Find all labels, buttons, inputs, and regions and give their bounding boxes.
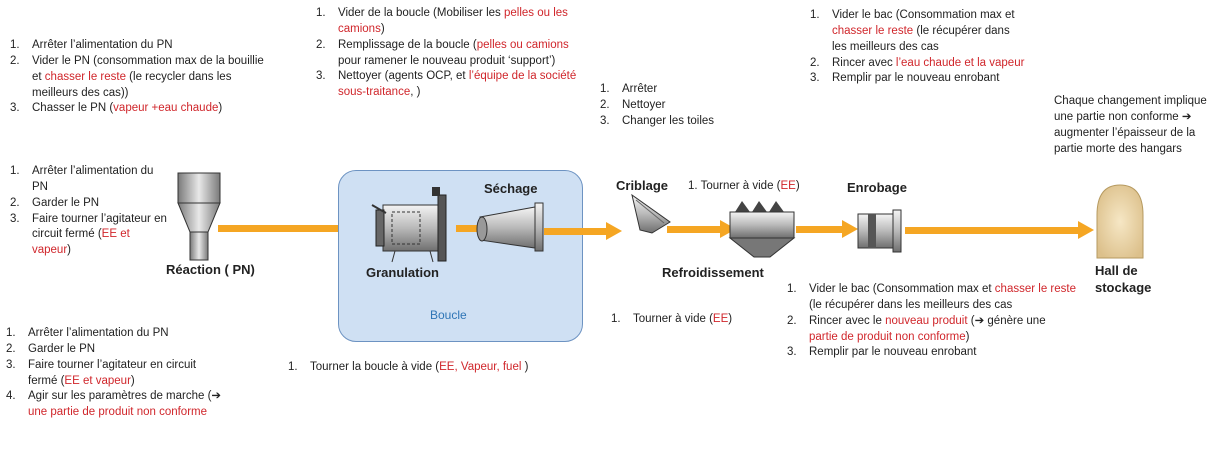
list-item: 3.Chasser le PN (vapeur +eau chaude) [10,101,265,117]
list-number: 1. [611,313,621,325]
list-number: 2. [810,56,820,69]
criblage-note: 1. Tourner à vide (EE) [688,180,800,192]
list-item: 3.Nettoyer (agents OCP, et l’équipe de l… [316,70,577,99]
flow-arrows [218,220,1094,240]
dryer-icon [476,202,544,252]
list-item: 2.Nettoyer [600,98,750,114]
list-item: 3.Faire tourner l’agitateur en circuit f… [6,358,197,387]
list-item: 3.Faire tourner l’agitateur en circuit f… [10,212,167,257]
list-number: 2. [316,38,326,51]
list-number: 2. [10,196,20,209]
list-number: 2. [787,314,797,327]
stage-granulation: Granulation [366,265,439,280]
list-number: 1. [6,327,16,339]
top-refroid-list: 1.Arrêter 2.Nettoyer 3.Changer les toile… [600,82,750,130]
hall-note: Chaque changement implique une partie no… [1054,95,1207,155]
stage-criblage: Criblage [616,178,669,193]
stage-hall: Hall de stockage [1095,263,1152,295]
list-number: 2. [6,342,16,355]
list-item: 3.Remplir par le nouveau enrobant [810,71,1025,87]
bot-enrobage-list: 1.Vider le bac (Consommation max et chas… [787,282,1077,361]
list-number: 1. [600,83,610,95]
list-number: 3. [600,114,610,127]
storage-hall-icon [1096,184,1144,259]
list-item: 1.Vider de la boucle (Mobiliser les pell… [316,7,568,35]
cooler-icon [728,201,796,258]
list-item: 1.Arrêter l’alimentation du PN [10,38,265,54]
list-item: 1.Arrêter l’alimentation du PN [10,165,154,193]
list-item: 1.Tourner la boucle à vide (EE, Vapeur, … [288,360,588,376]
stage-enrobage: Enrobage [847,180,907,195]
list-number: 1. [10,39,20,51]
stage-sechage: Séchage [484,181,538,196]
list-number: 3. [10,102,20,115]
list-item: 2.Rincer avec l’eau chaude et la vapeur [810,56,1025,72]
list-number: 2. [10,54,20,67]
top-reaction-list: 1.Arrêter l’alimentation du PN 2.Vider l… [10,38,265,117]
list-item: 1.Arrêter l’alimentation du PN [6,326,226,342]
list-number: 1. [316,7,326,19]
list-item: 2.Garder le PN [10,196,170,212]
reaction-vessel-icon [177,172,221,261]
granulator-icon [371,187,447,263]
list-item: 2.Garder le PN [6,342,226,358]
mid-reaction-list: 1.Arrêter l’alimentation du PN 2.Garder … [10,164,170,259]
list-item: 3.Changer les toiles [600,114,750,130]
list-number: 3. [6,358,16,371]
stage-reaction: Réaction ( PN) [166,262,255,277]
list-number: 4. [6,390,16,403]
list-item: 1.Vider le bac (Consommation max et chas… [787,283,1076,311]
list-item: 2.Remplissage de la boucle (pelles ou ca… [316,38,569,67]
list-number: 1. [810,9,820,21]
list-item: 1.Arrêter [600,82,750,98]
list-number: 1. [10,165,20,177]
list-item: 2.Rincer avec le nouveau produit (➔ génè… [787,314,1046,343]
list-item: 1.Tourner à vide (EE) [611,312,781,328]
list-number: 1. [688,180,698,192]
bot-boucle-list: 1.Tourner la boucle à vide (EE, Vapeur, … [288,360,588,376]
list-number: 2. [600,98,610,111]
top-boucle-list: 1.Vider de la boucle (Mobiliser les pell… [316,6,591,101]
list-number: 3. [787,346,797,359]
list-number: 1. [787,283,797,295]
list-number: 3. [810,72,820,85]
list-item: 2.Vider le PN (consommation max de la bo… [10,54,264,99]
coating-drum-icon [857,209,902,253]
loop-box [338,170,583,342]
bot-refroid-list: 1.Tourner à vide (EE) [611,312,781,328]
stage-refroidissement: Refroidissement [662,265,764,280]
loop-label: Boucle [430,308,467,322]
screen-icon [631,193,671,234]
bot-reaction-list: 1.Arrêter l’alimentation du PN 2.Garder … [6,326,226,421]
list-item: 4.Agir sur les paramètres de marche (➔ u… [6,390,222,419]
list-number: 3. [10,212,20,225]
list-number: 3. [316,70,326,83]
list-number: 1. [288,361,298,373]
top-enrobage-list: 1.Vider le bac (Consommation max et chas… [810,8,1025,87]
list-item: 1.Vider le bac (Consommation max et chas… [810,9,1015,53]
list-item: 3.Remplir par le nouveau enrobant [787,345,1077,361]
